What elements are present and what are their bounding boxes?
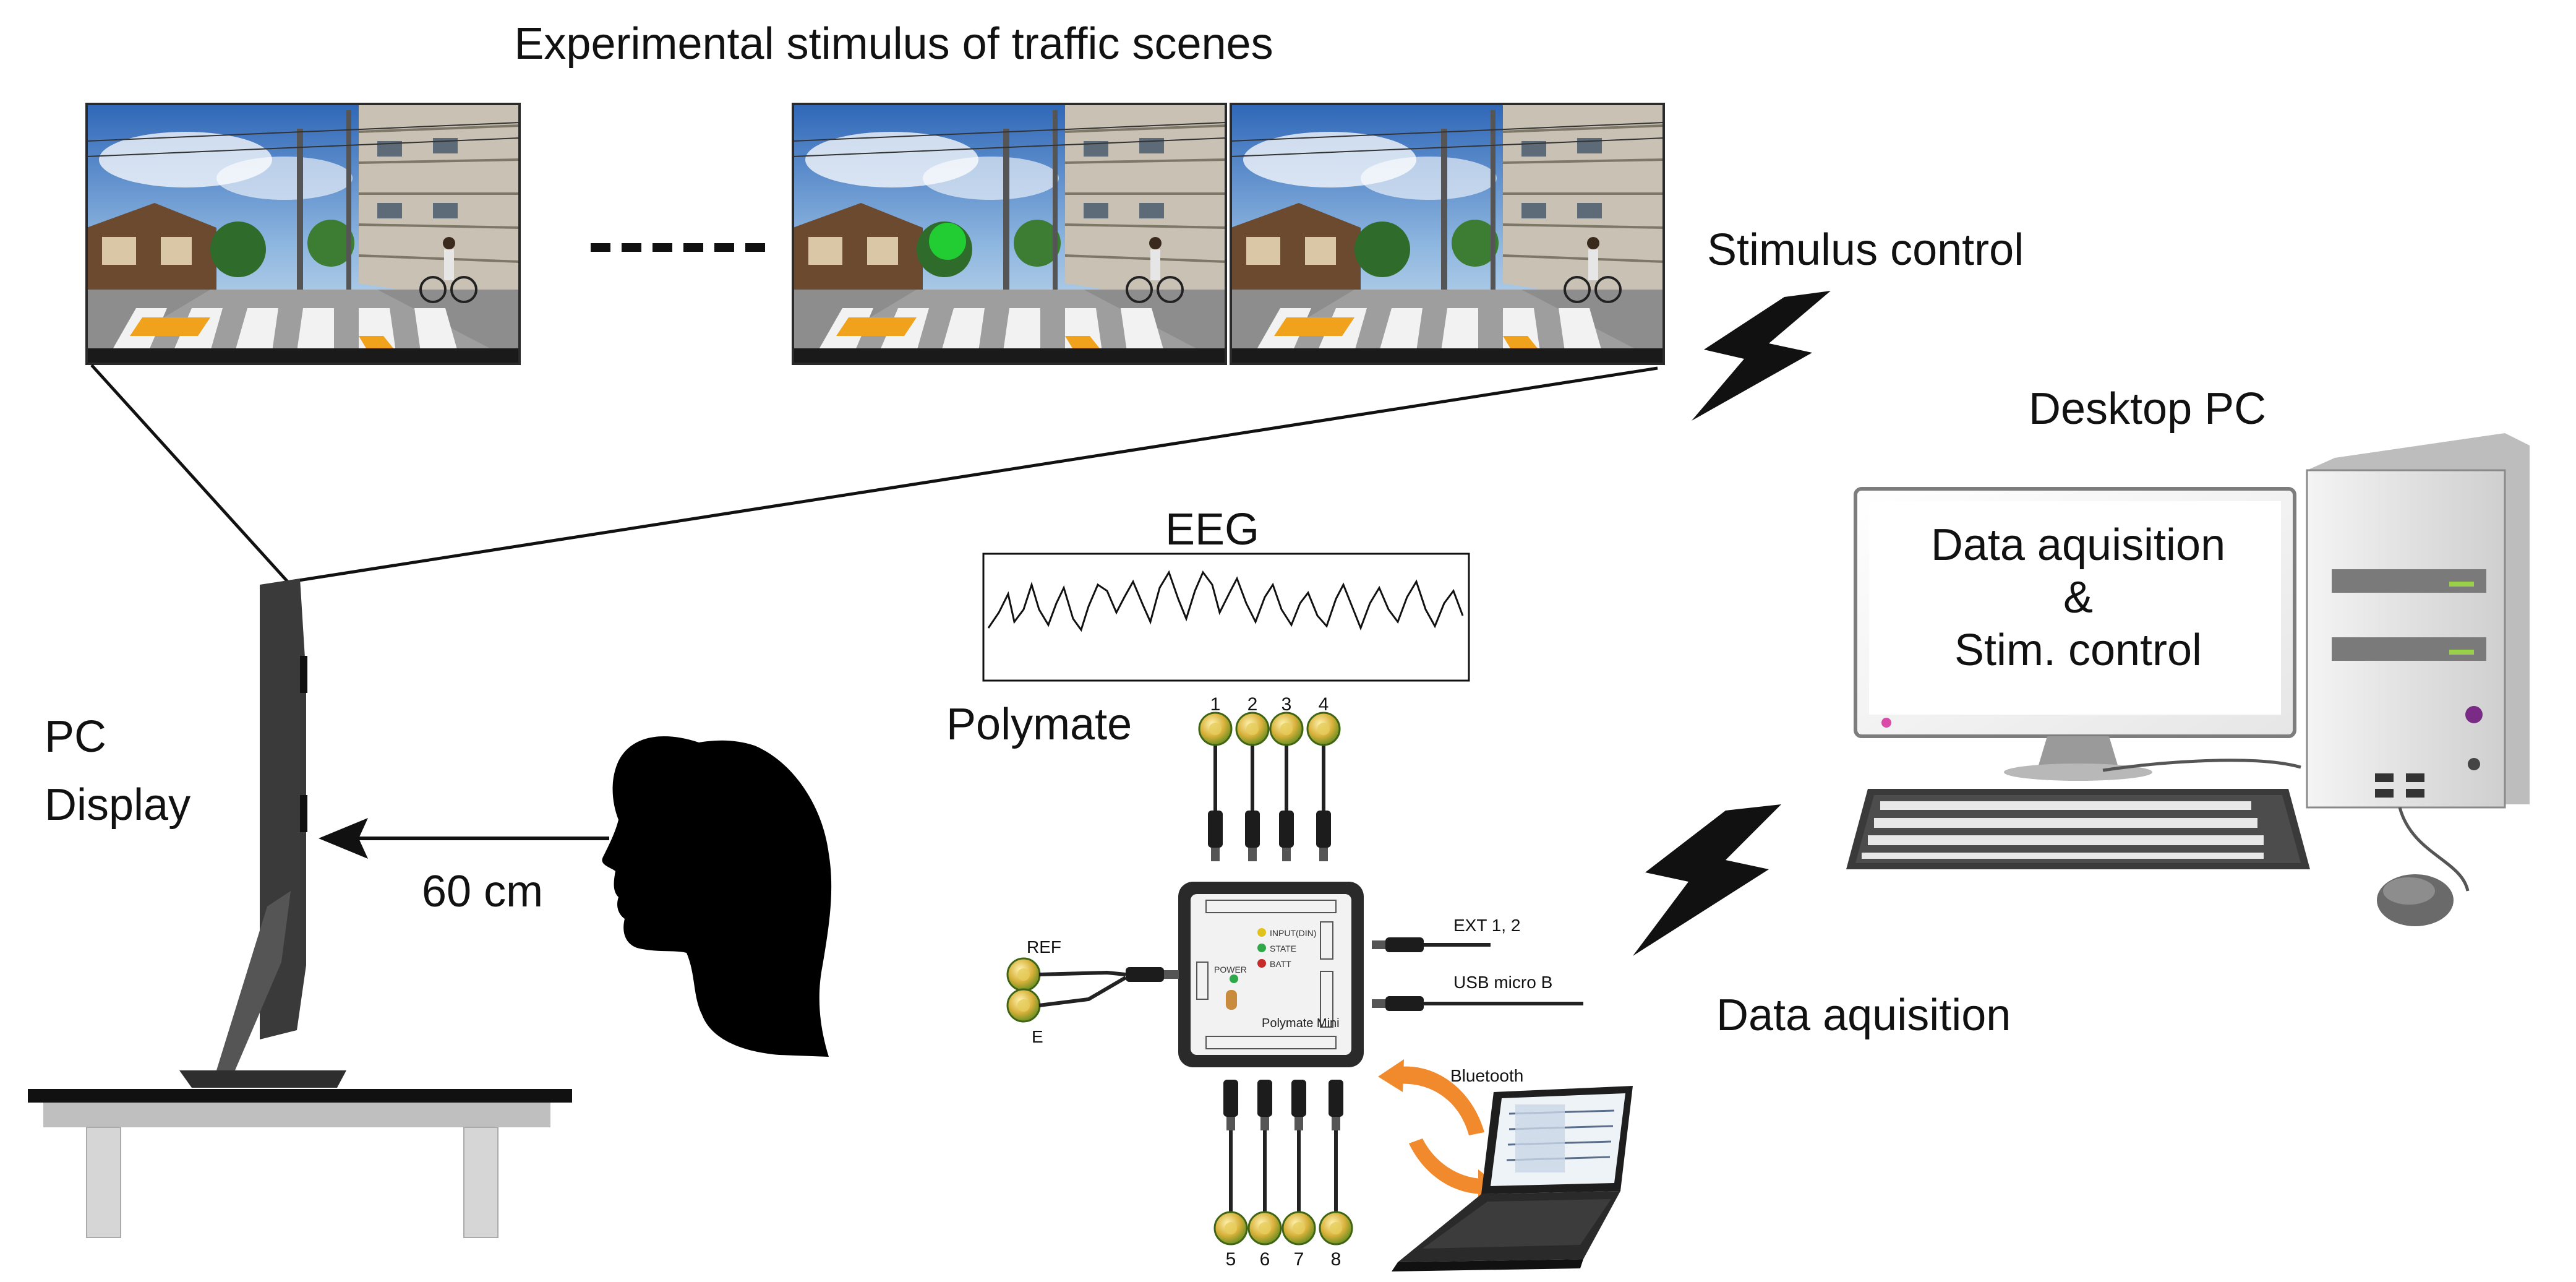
power-switch bbox=[1226, 990, 1237, 1010]
pc-display-label-line1: PC bbox=[45, 712, 106, 762]
eeg-label: EEG bbox=[1165, 505, 1259, 554]
wireless-bolt-data-icon bbox=[1633, 804, 1781, 956]
monitor-text-line1: Data aquisition bbox=[1931, 520, 2225, 570]
wireless-bolt-stimulus-icon bbox=[1692, 291, 1831, 421]
stimulus-frame-3 bbox=[1230, 103, 1665, 365]
channel-label: 5 bbox=[1226, 1249, 1236, 1270]
usb-label: USB micro B bbox=[1453, 973, 1552, 992]
electrode-e-icon bbox=[1006, 988, 1041, 1023]
eeg-waveform bbox=[987, 570, 1464, 632]
desktop-pc-label: Desktop PC bbox=[2029, 384, 2266, 434]
viewing-distance-arrow bbox=[319, 818, 609, 859]
channel-label: 8 bbox=[1331, 1249, 1341, 1270]
eeg-trace-box bbox=[982, 553, 1470, 682]
subject-head-silhouette bbox=[602, 736, 832, 1057]
electrode-1-icon bbox=[1198, 712, 1233, 746]
led-input-label: INPUT(DIN) bbox=[1270, 928, 1316, 938]
led-state-label: STATE bbox=[1270, 944, 1296, 953]
channel-label: 6 bbox=[1260, 1249, 1270, 1270]
electrode-4-icon bbox=[1306, 712, 1341, 746]
stimulus-dot bbox=[929, 223, 966, 260]
channel-label: 4 bbox=[1319, 694, 1329, 715]
electrode-5-icon bbox=[1213, 1211, 1248, 1245]
laptop bbox=[1392, 1086, 1633, 1271]
power-label: POWER bbox=[1214, 965, 1247, 974]
channel-label: 1 bbox=[1210, 694, 1221, 715]
channel-label: 7 bbox=[1294, 1249, 1304, 1270]
polymate-device: 1 2 3 4 INPUT(DIN) STATE B bbox=[1006, 694, 1583, 1270]
device-name-label: Polymate Mini bbox=[1262, 1017, 1340, 1030]
electrode-7-icon bbox=[1282, 1211, 1316, 1245]
desktop-pc: Data aquisition & Stim. control bbox=[1846, 433, 2530, 926]
bluetooth-label: Bluetooth bbox=[1450, 1066, 1523, 1085]
stimulus-control-label: Stimulus control bbox=[1707, 225, 2024, 275]
electrode-3-icon bbox=[1269, 712, 1304, 746]
channel-label: 3 bbox=[1282, 694, 1292, 715]
viewing-distance-label: 60 cm bbox=[422, 867, 543, 916]
pc-display-label-line2: Display bbox=[45, 780, 190, 830]
view-lines bbox=[90, 364, 1658, 583]
monitor-text-line2: & bbox=[2063, 573, 2093, 622]
electrode-8-icon bbox=[1319, 1211, 1353, 1245]
e-label: E bbox=[1032, 1027, 1043, 1046]
table bbox=[28, 1089, 572, 1238]
channel-label: 2 bbox=[1247, 694, 1258, 715]
electrode-ref-icon bbox=[1006, 957, 1041, 992]
electrode-6-icon bbox=[1247, 1211, 1282, 1245]
monitor-text-line3: Stim. control bbox=[1954, 626, 2202, 675]
stimulus-frame-1 bbox=[85, 103, 521, 365]
polymate-label: Polymate bbox=[946, 700, 1132, 749]
ref-label: REF bbox=[1027, 937, 1061, 957]
pc-display-monitor bbox=[179, 579, 346, 1088]
led-batt-label: BATT bbox=[1270, 959, 1291, 969]
stimulus-title: Experimental stimulus of traffic scenes bbox=[514, 19, 1273, 69]
ext-label: EXT 1, 2 bbox=[1453, 916, 1520, 935]
data-acquisition-label: Data aquisition bbox=[1716, 991, 2011, 1040]
stimulus-frame-target bbox=[792, 103, 1227, 365]
sequence-ellipsis bbox=[591, 243, 765, 252]
electrode-2-icon bbox=[1235, 712, 1270, 746]
